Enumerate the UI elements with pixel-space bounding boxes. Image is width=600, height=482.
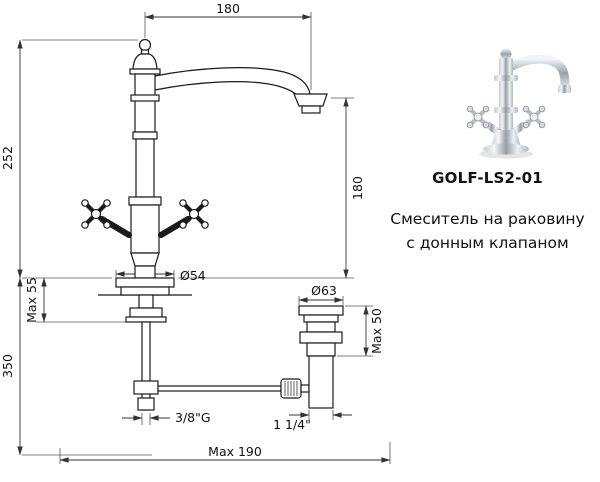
dimension-labels: 180 252 180 Max 55 350 Ø54 Ø63 Max 50 3/… (0, 1, 384, 459)
faucet-outline (81, 38, 328, 411)
product-description-line1: Смеситель на раковину (390, 210, 585, 228)
dim-drain-thread: 1 1/4" (273, 417, 311, 432)
product-description: Смеситель на раковину с донным клапаном (375, 207, 600, 255)
product-info-panel: GOLF-LS2-01 Смеситель на раковину с донн… (375, 0, 600, 255)
technical-drawing: 180 252 180 Max 55 350 Ø54 Ø63 Max 50 3/… (0, 1, 391, 464)
faucet-photo-illustration (466, 48, 571, 159)
extension-lines (22, 12, 391, 464)
product-photo (430, 25, 580, 165)
dim-drain-max-height: Max 50 (369, 308, 384, 354)
dim-max-bottom-reach: Max 190 (208, 444, 262, 459)
dim-supply-thread: 3/8"G (175, 410, 211, 425)
dimension-lines (17, 14, 391, 463)
right-cross-handle (522, 105, 546, 129)
left-cross-handle (466, 105, 490, 129)
dim-body-height: 252 (0, 146, 15, 170)
product-description-line2: с донным клапаном (406, 234, 569, 253)
drain-valve-outline (298, 305, 344, 409)
dim-base-diameter: Ø54 (180, 268, 206, 283)
dim-spout-height: 180 (350, 176, 365, 200)
knurl-hatching (284, 381, 298, 396)
dim-drain-flange-diameter: Ø63 (311, 283, 337, 298)
dim-spout-reach: 180 (216, 1, 240, 16)
dim-total-height: 350 (0, 354, 15, 378)
dim-max-deck: Max 55 (24, 277, 39, 323)
product-model: GOLF-LS2-01 (432, 169, 543, 187)
